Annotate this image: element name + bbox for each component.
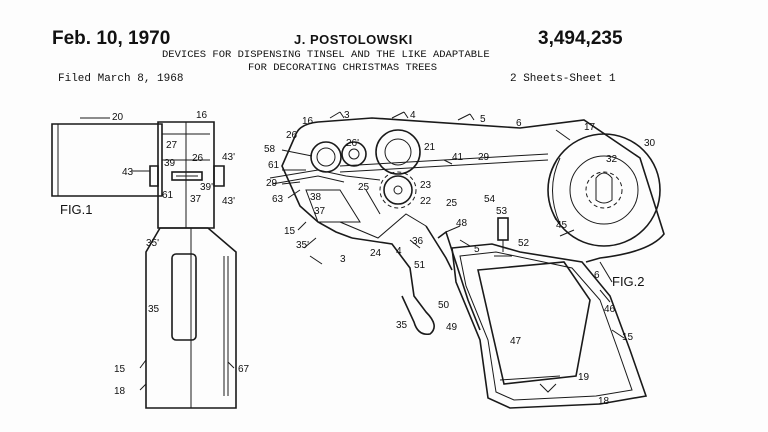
fig2-label: 22 bbox=[420, 196, 432, 207]
fig2-label: 26' bbox=[346, 138, 359, 149]
fig2-label: 46 bbox=[604, 304, 616, 315]
fig2-label: 24 bbox=[370, 248, 382, 259]
fig1-label: 39 bbox=[164, 158, 176, 169]
fig2-label: 4 bbox=[410, 110, 416, 121]
fig2-label: 6 bbox=[516, 118, 522, 129]
fig2-label: 48 bbox=[456, 218, 468, 229]
fig1-drawing bbox=[51, 117, 237, 409]
fig2-label: 58 bbox=[264, 144, 276, 155]
fig1-label: 35 bbox=[148, 304, 160, 315]
fig1-label: 16 bbox=[196, 110, 208, 121]
fig2-label: 4 bbox=[396, 246, 402, 257]
fig2-label: 19 bbox=[578, 372, 590, 383]
fig1-label: 43 bbox=[122, 167, 134, 178]
fig2-label: 35 bbox=[396, 320, 408, 331]
fig1-label: 43' bbox=[222, 196, 235, 207]
fig2-label: 29 bbox=[266, 178, 278, 189]
fig2-caption: FIG.2 bbox=[612, 274, 645, 289]
fig2-reference-labels: 3 16 26 58 61 29 63 38 37 15 35' 3 26' 4… bbox=[264, 110, 656, 407]
fig1-reference-labels: 20 16 27 39 26 43' 43 61 37 39' 43' 35' … bbox=[60, 110, 250, 397]
fig1-label: 61 bbox=[162, 190, 174, 201]
fig2-label: 37 bbox=[314, 206, 326, 217]
patent-date: Feb. 10, 1970 bbox=[52, 28, 171, 49]
fig2-label: 47 bbox=[510, 336, 522, 347]
fig1-label: 15 bbox=[114, 364, 126, 375]
fig2-label: 49 bbox=[446, 322, 458, 333]
fig2-label: 63 bbox=[272, 194, 284, 205]
fig2-label: 5 bbox=[474, 244, 480, 255]
fig2-label: 35' bbox=[296, 240, 309, 251]
fig2-label: 36 bbox=[412, 236, 424, 247]
fig2-label: 15 bbox=[284, 226, 296, 237]
fig2-label: 52 bbox=[518, 238, 530, 249]
fig2-label: 15 bbox=[622, 332, 634, 343]
fig2-label: 45 bbox=[556, 220, 568, 231]
patent-number: 3,494,235 bbox=[538, 28, 623, 49]
fig1-label: 20 bbox=[112, 112, 124, 123]
fig1-label: 39' bbox=[200, 182, 213, 193]
fig2-label: 32 bbox=[606, 154, 618, 165]
fig2-label: 25 bbox=[358, 182, 370, 193]
fig2-label: 29 bbox=[478, 152, 490, 163]
fig1-label: 35' bbox=[146, 238, 159, 249]
fig1-label: 18 bbox=[114, 386, 126, 397]
filed-date: Filed March 8, 1968 bbox=[58, 73, 184, 85]
fig2-label: 54 bbox=[484, 194, 496, 205]
fig2-label: 6 bbox=[594, 270, 600, 281]
fig1-label: 43' bbox=[222, 152, 235, 163]
fig2-label: 18 bbox=[598, 396, 610, 407]
fig1-label: 26 bbox=[192, 153, 204, 164]
fig2-label: 26 bbox=[286, 130, 298, 141]
fig2-label: 16 bbox=[302, 116, 314, 127]
fig2-label: 3 bbox=[344, 110, 350, 121]
fig2-label: 50 bbox=[438, 300, 450, 311]
fig2-label: 30 bbox=[644, 138, 656, 149]
fig2-label: 3 bbox=[340, 254, 346, 265]
fig1-label: 67 bbox=[238, 364, 250, 375]
fig1-label: 27 bbox=[166, 140, 178, 151]
patent-title-line-1: DEVICES FOR DISPENSING TINSEL AND THE LI… bbox=[162, 49, 490, 61]
fig2-label: 38 bbox=[310, 192, 322, 203]
sheet-count: 2 Sheets-Sheet 1 bbox=[510, 73, 616, 85]
fig2-label: 23 bbox=[420, 180, 432, 191]
fig1-caption: FIG.1 bbox=[60, 202, 93, 217]
fig2-label: 17 bbox=[584, 122, 596, 133]
fig2-label: 25 bbox=[446, 198, 458, 209]
inventor-name: J. POSTOLOWSKI bbox=[294, 32, 413, 47]
fig2-label: 61 bbox=[268, 160, 280, 171]
fig2-label: 53 bbox=[496, 206, 508, 217]
fig1-label: 37 bbox=[190, 194, 202, 205]
fig2-drawing bbox=[269, 111, 665, 409]
patent-title-line-2: FOR DECORATING CHRISTMAS TREES bbox=[248, 62, 438, 74]
fig2-label: 5 bbox=[480, 114, 486, 125]
fig2-label: 21 bbox=[424, 142, 436, 153]
fig2-label: 41 bbox=[452, 152, 464, 163]
fig2-label: 51 bbox=[414, 260, 426, 271]
